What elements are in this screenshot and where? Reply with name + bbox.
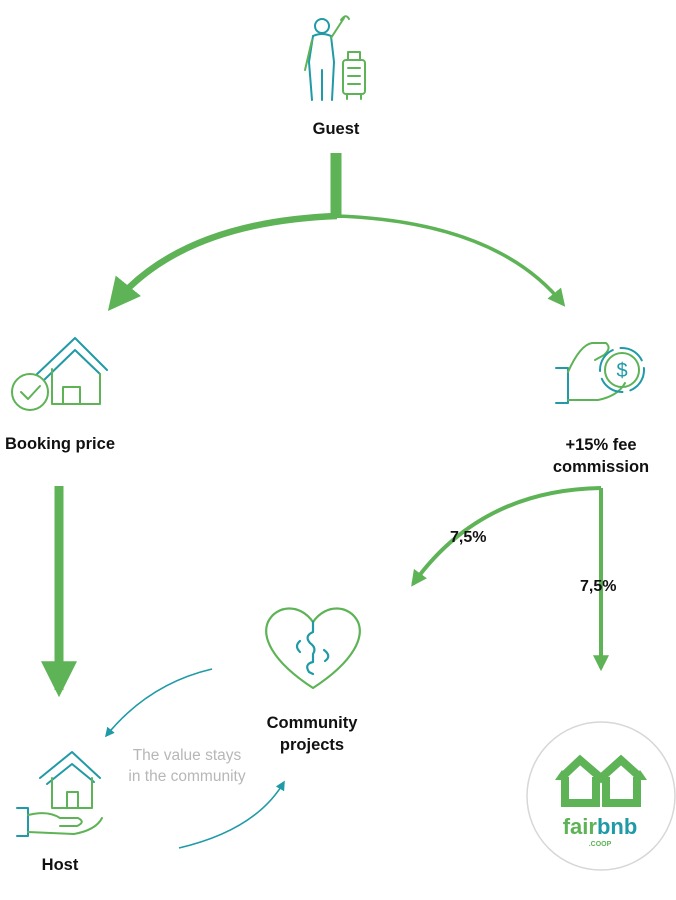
hand-coin-icon: $ xyxy=(555,342,645,404)
fee-split-arrows xyxy=(411,486,609,672)
booking-price-label-text: Booking price xyxy=(4,435,115,453)
arrow-to-booking xyxy=(107,212,338,312)
fee-label-line1: +15% fee xyxy=(565,436,637,454)
booking-price-label: Booking price xyxy=(0,433,120,455)
guest-label-text: Guest xyxy=(312,120,360,138)
fairbnb-logo: fairbnb .COOP xyxy=(526,721,676,871)
logo-houses-icon xyxy=(558,754,644,807)
logo-suffix: .COOP xyxy=(589,841,612,848)
guest-payment-arrows xyxy=(107,153,566,312)
guest-label: Guest xyxy=(286,118,386,140)
community-label-line1: Community xyxy=(266,714,358,732)
host-label: Host xyxy=(20,854,100,876)
note-line1: The value stays xyxy=(132,747,242,764)
note-line2: in the community xyxy=(128,768,246,785)
fee-label-line2: commission xyxy=(552,458,650,476)
arrow-community-to-host xyxy=(104,668,213,738)
community-projects-label: Community projects xyxy=(252,712,372,756)
logo-word-bnb: bnb xyxy=(597,814,637,839)
fee-commission-label: +15% fee commission xyxy=(546,434,656,478)
hand-house-icon xyxy=(16,751,103,837)
arrow-fee-to-community xyxy=(411,486,602,587)
arrow-host-to-community xyxy=(178,780,285,849)
community-label-line2: projects xyxy=(279,736,345,754)
house-check-icon xyxy=(11,337,108,411)
split-fairbnb-percent: 7,5% xyxy=(580,578,617,595)
svg-text:fairbnb: fairbnb xyxy=(563,814,638,839)
arrow-to-fee xyxy=(336,214,566,307)
guest-traveler-icon xyxy=(304,15,366,101)
svg-text:$: $ xyxy=(616,360,627,382)
split-community-percent: 7,5% xyxy=(450,529,487,546)
logo-circle xyxy=(526,721,676,871)
logo-word-fair: fair xyxy=(563,814,598,839)
heart-puzzle-icon xyxy=(265,607,361,690)
host-label-text: Host xyxy=(41,856,79,874)
value-stays-note: The value stays in the community xyxy=(112,745,262,787)
